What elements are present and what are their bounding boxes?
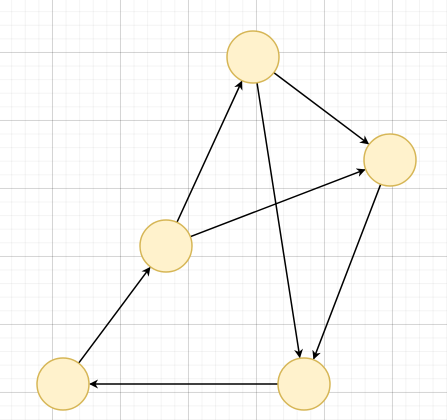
edge-right-to-bottom-right: [312, 184, 382, 360]
edge-middle-to-right: [190, 168, 366, 238]
node-right: [363, 133, 417, 187]
node-top: [226, 30, 280, 84]
node-middle: [139, 219, 193, 273]
nodes-layer: [36, 30, 417, 411]
edge-top-to-right: [273, 72, 370, 145]
edges-layer: [77, 72, 382, 389]
edge-middle-to-top: [176, 80, 243, 223]
node-bottom-left: [36, 357, 90, 411]
edge-bottom-left-to-middle: [77, 266, 151, 364]
node-bottom-right: [277, 357, 331, 411]
edge-top-to-bottom-right: [256, 82, 303, 359]
